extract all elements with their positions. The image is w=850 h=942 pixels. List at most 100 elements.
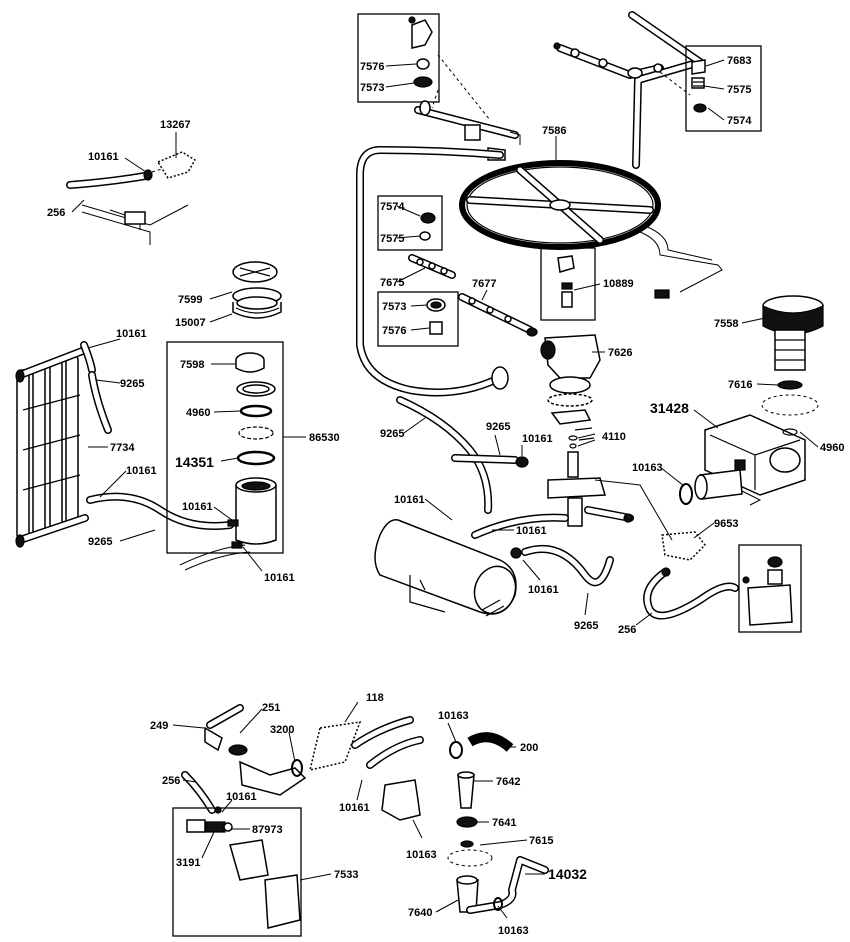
part-10889 (557, 255, 575, 308)
label-7576-a: 7576 (360, 61, 384, 73)
leader-dash-b (431, 89, 439, 109)
label-10163-c: 10163 (406, 849, 437, 861)
reservoir (742, 556, 793, 626)
label-4960-b: 4960 (820, 442, 844, 454)
spray-arm-right (553, 11, 704, 169)
label-10889: 10889 (603, 278, 634, 290)
label-7586: 7586 (542, 125, 566, 137)
label-10161-g: 10161 (394, 494, 425, 506)
label-10163-b: 10163 (438, 710, 469, 722)
fitting-13267-group (66, 151, 197, 245)
label-10161-h: 10161 (516, 525, 547, 537)
label-3200: 3200 (270, 724, 294, 736)
drain-parts (447, 732, 549, 914)
label-7599: 7599 (178, 294, 202, 306)
label-249: 249 (150, 720, 168, 732)
label-14032: 14032 (548, 866, 587, 882)
label-7641: 7641 (492, 817, 516, 829)
wire-right-2 (644, 225, 713, 261)
label-7574-a: 7574 (727, 115, 752, 127)
label-10161-j: 10161 (226, 791, 257, 803)
bottom-left-parts (181, 704, 362, 814)
tube-frame (356, 146, 509, 397)
label-9265-e: 9265 (574, 620, 598, 632)
label-10161-c: 10161 (126, 465, 157, 477)
label-10161-f: 10161 (522, 433, 553, 445)
label-7558: 7558 (714, 318, 738, 330)
label-86530: 86530 (309, 432, 340, 444)
label-10161-b: 10161 (116, 328, 147, 340)
motor-7558 (761, 295, 824, 416)
leader-dash-a (437, 54, 491, 121)
wire-right (639, 231, 723, 293)
part-labels: 13267 10161 256 7599 15007 10161 9265 77… (47, 55, 844, 937)
rotor-7586 (459, 160, 661, 250)
kit-7533-parts (186, 806, 301, 929)
label-10161-d: 10161 (182, 501, 213, 513)
nozzle-parts-b (691, 59, 707, 113)
nozzle-parts-d (426, 298, 446, 335)
label-4960-a: 4960 (186, 407, 210, 419)
cap-7599-group (232, 261, 282, 319)
label-200: 200 (520, 742, 538, 754)
label-10163-a: 10163 (632, 462, 663, 474)
leader-dash-c (659, 71, 691, 96)
kit-nozzle-box-a (357, 13, 440, 103)
pump-7626 (540, 334, 606, 527)
label-7734: 7734 (110, 442, 135, 454)
label-7683: 7683 (727, 55, 751, 67)
connector-right (654, 289, 670, 299)
label-7626: 7626 (608, 347, 632, 359)
label-87973: 87973 (252, 824, 283, 836)
label-15007: 15007 (175, 317, 206, 329)
label-10161-a: 10161 (88, 151, 119, 163)
nozzle-parts-c (419, 212, 436, 241)
hoses-center (396, 396, 634, 587)
label-10163-d: 10163 (498, 925, 529, 937)
label-7533: 7533 (334, 869, 358, 881)
label-9265-a: 9265 (120, 378, 144, 390)
reservoir-box (738, 544, 802, 633)
nozzle-parts-a (408, 16, 433, 88)
label-4110: 4110 (602, 431, 626, 443)
leader-lines (71, 59, 819, 919)
fitting-9653 (594, 479, 739, 620)
hose-118 (351, 716, 424, 821)
label-9265-d: 9265 (486, 421, 510, 433)
label-10161-e: 10161 (264, 572, 295, 584)
label-7575-b: 7575 (380, 233, 404, 245)
label-9265-b: 9265 (88, 536, 112, 548)
label-7573-b: 7573 (382, 301, 406, 313)
filter-86530-parts (227, 352, 277, 549)
label-14351: 14351 (175, 454, 214, 470)
label-3191: 3191 (176, 857, 200, 869)
label-10161-i: 10161 (528, 584, 559, 596)
kit-7533-box (172, 807, 302, 937)
label-31428: 31428 (650, 400, 689, 416)
radiator-7734 (15, 346, 89, 548)
label-7640: 7640 (408, 907, 432, 919)
label-256-c: 256 (162, 775, 180, 787)
label-13267: 13267 (160, 119, 191, 131)
label-10161-k: 10161 (339, 802, 370, 814)
tank (374, 519, 517, 617)
label-7642: 7642 (496, 776, 520, 788)
label-7598: 7598 (180, 359, 204, 371)
spray-arm-7677 (458, 293, 538, 337)
label-251: 251 (262, 702, 280, 714)
tube-10163-right (679, 469, 743, 505)
kit-nozzle-box-b (685, 45, 762, 132)
label-7575-a: 7575 (727, 84, 751, 96)
label-118: 118 (366, 692, 384, 704)
label-7677: 7677 (472, 278, 496, 290)
label-9265-c: 9265 (380, 428, 404, 440)
kit-nozzle-box-c (377, 195, 443, 251)
label-7675: 7675 (380, 277, 404, 289)
label-9653: 9653 (714, 518, 738, 530)
label-7576-b: 7576 (382, 325, 406, 337)
label-7574-b: 7574 (380, 201, 405, 213)
label-256-b: 256 (618, 624, 636, 636)
kit-86530-box (166, 341, 284, 554)
